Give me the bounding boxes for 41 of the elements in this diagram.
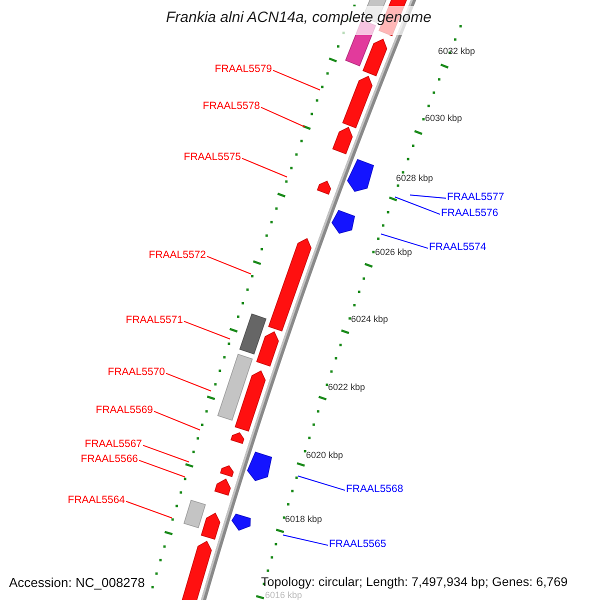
gene-label: FRAAL5577 bbox=[447, 192, 504, 202]
gene-label: FRAAL5569 bbox=[96, 405, 153, 416]
tick-label: 6024 kbp bbox=[351, 315, 388, 324]
leader-line bbox=[184, 320, 230, 340]
gene-label: FRAAL5579 bbox=[214, 64, 272, 74]
gene-label: FRAAL5567 bbox=[84, 439, 142, 450]
leader-line bbox=[380, 234, 428, 249]
tick-label: 6028 kbp bbox=[396, 174, 434, 183]
leader-line bbox=[126, 500, 172, 518]
leader-line bbox=[142, 444, 190, 462]
tick-label: 6030 kbp bbox=[425, 114, 462, 123]
leader-line bbox=[242, 158, 288, 178]
leader-line bbox=[394, 196, 440, 215]
tick-label: 6026 kbp bbox=[375, 248, 412, 257]
gene-label: FRAAL5568 bbox=[346, 484, 404, 494]
gene-label: FRAAL5566 bbox=[80, 454, 138, 464]
leader-line bbox=[272, 70, 320, 90]
gene-label: FRAAL5571 bbox=[126, 315, 183, 326]
leader-line bbox=[298, 476, 346, 491]
gene-label: FRAAL5572 bbox=[148, 250, 206, 260]
tick-label: 6020 kbp bbox=[306, 451, 344, 460]
gene-label: FRAAL5564 bbox=[68, 495, 125, 506]
leader-line bbox=[410, 194, 446, 199]
tick-label: 6032 kbp bbox=[438, 47, 476, 56]
gene-label: FRAAL5576 bbox=[441, 208, 498, 218]
gene-label: FRAAL5575 bbox=[184, 152, 241, 162]
leader-line bbox=[138, 460, 186, 478]
gene-label: FRAAL5570 bbox=[108, 367, 165, 378]
leader-line bbox=[282, 534, 328, 546]
info-text: Accession: NC_008278 bbox=[9, 576, 145, 589]
gene-label: FRAAL5574 bbox=[429, 242, 486, 252]
leader-line bbox=[154, 410, 200, 430]
leader-line bbox=[166, 372, 212, 392]
tick-label: 6018 kbp bbox=[285, 515, 322, 524]
tick-label: 6016 kbp bbox=[265, 591, 302, 600]
gene-label: FRAAL5565 bbox=[329, 539, 386, 550]
leader-line bbox=[260, 106, 306, 128]
leader-line bbox=[206, 256, 252, 274]
tick-label: 6022 kbp bbox=[328, 383, 366, 392]
gene-label: FRAAL5578 bbox=[202, 101, 260, 112]
info-text: Topology: circular; Length: 7,497,934 bp; Genes: 6,769 bbox=[261, 576, 568, 589]
